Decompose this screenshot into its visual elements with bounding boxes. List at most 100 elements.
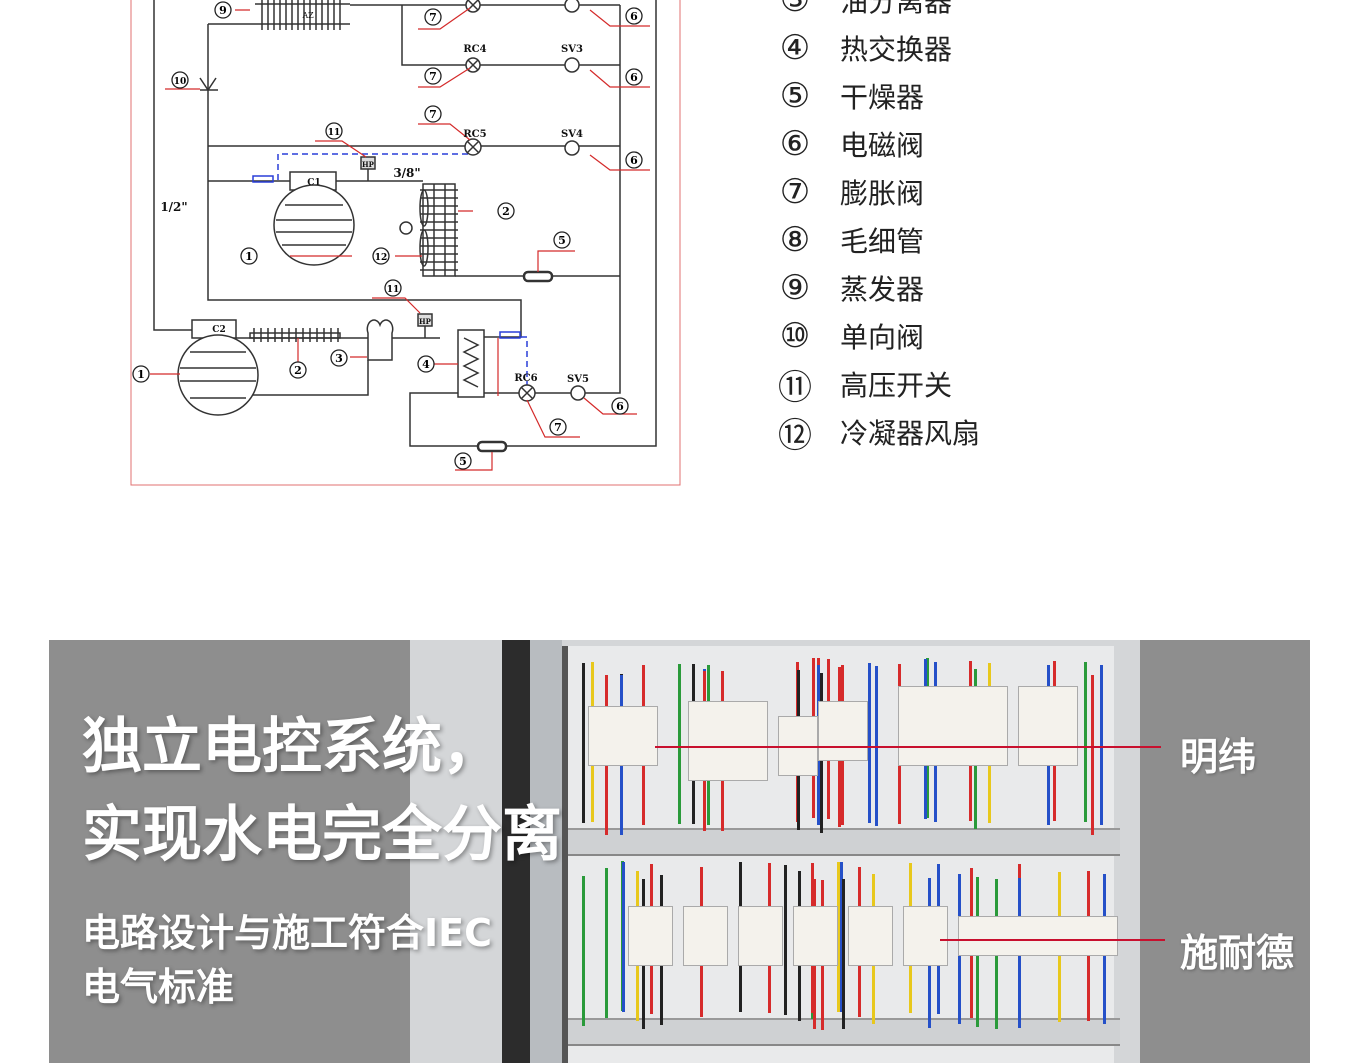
legend-number: ⑨ bbox=[779, 268, 811, 308]
pipe-size-label: 1/2" bbox=[160, 200, 187, 214]
callout-number: 5 bbox=[558, 234, 566, 247]
banner-title-line1: 独立电控系统， bbox=[82, 712, 502, 782]
callout-number: 6 bbox=[630, 154, 638, 167]
device-module bbox=[958, 916, 1118, 956]
device-module bbox=[688, 701, 768, 781]
legend-text: 油分离器 bbox=[840, 0, 953, 18]
wire bbox=[1100, 664, 1104, 825]
banner-title-line2: 实现水电完全分离 bbox=[82, 800, 562, 870]
callout-circle bbox=[171, 71, 189, 89]
callout-circle bbox=[240, 247, 258, 265]
device-module bbox=[848, 906, 893, 966]
callout-circle bbox=[417, 355, 435, 373]
legend-text: 干燥器 bbox=[840, 81, 925, 114]
callout-number: 1 bbox=[137, 368, 145, 381]
device-module bbox=[628, 906, 673, 966]
callout-circle bbox=[424, 105, 442, 123]
legend-number: ③ bbox=[779, 0, 811, 20]
callout-number: 11 bbox=[387, 285, 400, 295]
evaporator-label: AZ bbox=[301, 11, 314, 20]
legend-item: ⑫ 冷凝器风扇 bbox=[778, 408, 980, 456]
legend-number: ⑤ bbox=[779, 76, 811, 116]
hp-switch-label: HP bbox=[419, 317, 432, 326]
legend-number: ④ bbox=[779, 28, 811, 68]
device-module bbox=[818, 701, 868, 761]
callout-circle bbox=[625, 151, 643, 169]
legend-item: ③ 油分离器 bbox=[778, 0, 980, 24]
wire bbox=[605, 868, 609, 1019]
callout-number: 7 bbox=[429, 108, 437, 121]
electrical-control-banner: 独立电控系统， 实现水电完全分离 电路设计与施工符合IEC 电气标准 明纬 施耐… bbox=[49, 640, 1310, 1063]
callout-circle bbox=[214, 1, 232, 19]
legend-number: ⑩ bbox=[779, 316, 811, 356]
compressor-label-c2: C2 bbox=[212, 325, 225, 335]
valve-label-rc6: RC6 bbox=[514, 373, 537, 384]
callout-circle bbox=[372, 247, 390, 265]
legend-text: 电磁阀 bbox=[840, 129, 925, 162]
wire bbox=[784, 864, 788, 1015]
brand-leader-line bbox=[940, 939, 1165, 941]
device-module bbox=[903, 906, 948, 966]
device-module bbox=[793, 906, 838, 966]
callout-circle bbox=[625, 68, 643, 86]
valve-label-sv4: SV4 bbox=[561, 129, 583, 140]
callout-circle bbox=[424, 67, 442, 85]
legend-text: 毛细管 bbox=[840, 225, 925, 258]
device-module bbox=[683, 906, 728, 966]
wire bbox=[875, 665, 878, 826]
wire bbox=[1091, 674, 1095, 835]
wire bbox=[867, 662, 871, 823]
callout-number: 7 bbox=[554, 421, 562, 434]
callout-number: 7 bbox=[429, 70, 437, 83]
banner-subtitle-line2: 电气标准 bbox=[82, 965, 235, 1009]
callout-number: 3 bbox=[335, 352, 343, 365]
wire bbox=[836, 862, 840, 1013]
callout-number: 2 bbox=[294, 364, 302, 377]
control-cabinet-photo bbox=[410, 640, 1140, 1063]
wire bbox=[581, 663, 585, 824]
callout-number: 4 bbox=[422, 358, 430, 371]
legend-text: 热交换器 bbox=[840, 33, 953, 66]
device-module bbox=[738, 906, 783, 966]
callout-circle bbox=[384, 279, 402, 297]
wire bbox=[1084, 662, 1088, 823]
brand-leader-line bbox=[655, 746, 1161, 748]
hp-switch-label: HP bbox=[362, 160, 375, 169]
legend-text: 单向阀 bbox=[840, 321, 925, 354]
callout-number: 9 bbox=[219, 4, 227, 17]
legend-number: ⑥ bbox=[779, 124, 811, 164]
legend-text: 蒸发器 bbox=[840, 273, 925, 306]
valve-label-rc4: RC4 bbox=[463, 44, 486, 55]
wire bbox=[839, 862, 843, 1013]
callout-number: 12 bbox=[375, 253, 388, 263]
legend-item: ⑨ 蒸发器 bbox=[778, 264, 980, 312]
legend-text: 冷凝器风扇 bbox=[840, 417, 981, 450]
callout-circle bbox=[553, 231, 571, 249]
callout-number: 6 bbox=[630, 71, 638, 84]
callout-number: 7 bbox=[429, 11, 437, 24]
legend-number: ⑫ bbox=[778, 415, 812, 456]
wire bbox=[842, 879, 846, 1030]
callout-number: 1 bbox=[245, 250, 253, 263]
callout-number: 5 bbox=[459, 455, 467, 468]
device-module bbox=[1018, 686, 1078, 766]
callout-circle bbox=[132, 365, 150, 383]
callout-circle bbox=[497, 202, 515, 220]
valve-label-sv5: SV5 bbox=[567, 374, 589, 385]
legend-text: 膨胀阀 bbox=[840, 177, 925, 210]
legend-item: ⑩ 单向阀 bbox=[778, 312, 980, 360]
valve-label-rc5: RC5 bbox=[463, 129, 486, 140]
wire bbox=[678, 664, 682, 825]
brand-label-meanwell: 明纬 bbox=[1180, 735, 1257, 779]
pipe-size-label: 3/8" bbox=[393, 166, 420, 180]
brand-label-schneider: 施耐德 bbox=[1180, 931, 1295, 975]
legend-item: ⑤ 干燥器 bbox=[778, 72, 980, 120]
banner-subtitle-line1: 电路设计与施工符合IEC bbox=[82, 911, 492, 955]
legend-item: ④ 热交换器 bbox=[778, 24, 980, 72]
callout-circle bbox=[325, 122, 343, 140]
device-module bbox=[898, 686, 1008, 766]
callout-number: 11 bbox=[328, 128, 341, 138]
legend-number: ⑦ bbox=[779, 172, 811, 212]
valve-label-sv3: SV3 bbox=[561, 44, 583, 55]
